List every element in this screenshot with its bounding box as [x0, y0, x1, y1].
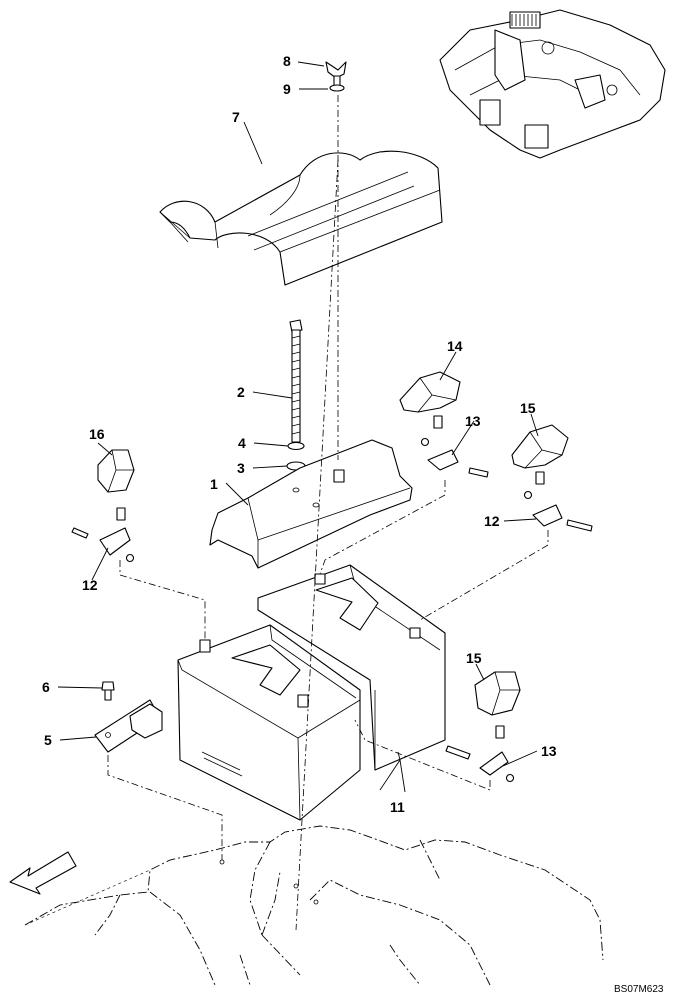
drawing-reference: BS07M623: [614, 984, 664, 995]
mounting-plate: [94, 699, 163, 753]
callout-7: 7: [232, 109, 240, 125]
battery-front: [177, 624, 361, 821]
callout-16: 16: [89, 426, 105, 442]
callout-13-upper: 13: [465, 413, 481, 429]
callout-15-lower: 15: [466, 650, 482, 666]
machine-frame-outline: [24, 825, 604, 986]
callout-11: 11: [390, 799, 405, 815]
callout-8: 8: [283, 53, 291, 69]
terminal-cap-right-lower: [474, 671, 521, 716]
battery-hold-down-bracket: [209, 439, 413, 569]
callout-3: 3: [237, 460, 245, 476]
plain-washer: [329, 84, 345, 92]
hold-down-rod: [289, 319, 303, 443]
callout-14: 14: [447, 338, 463, 354]
direction-arrow: [9, 851, 77, 895]
terminal-clamp-right-upper: [523, 471, 593, 532]
callout-12-left: 12: [82, 577, 98, 593]
callout-9: 9: [283, 81, 291, 97]
battery-rear: [257, 564, 446, 771]
callout-2: 2: [237, 384, 245, 400]
callout-6: 6: [42, 679, 50, 695]
mounting-bolt: [101, 681, 115, 701]
terminal-cap-upper-mid: [399, 371, 461, 413]
callout-1: 1: [210, 476, 218, 492]
callout-12-right: 12: [484, 513, 500, 529]
battery-cover: [159, 150, 443, 286]
callout-15-upper: 15: [520, 400, 536, 416]
callout-5: 5: [44, 732, 52, 748]
assembly-lines: [107, 95, 549, 931]
terminal-cap-left: [97, 449, 135, 493]
terminal-cap-right-upper: [511, 424, 569, 469]
terminal-clamp-right-lower: [445, 725, 515, 783]
leader-lines: [57, 61, 539, 793]
terminal-clamp-left: [71, 507, 135, 563]
terminal-clamp-upper-mid: [420, 415, 489, 478]
spring-washer: [287, 441, 305, 451]
locator-inset-frame: [439, 9, 666, 159]
wing-bolt: [325, 61, 347, 87]
callout-13-lower: 13: [541, 743, 557, 759]
callout-4: 4: [238, 435, 246, 451]
